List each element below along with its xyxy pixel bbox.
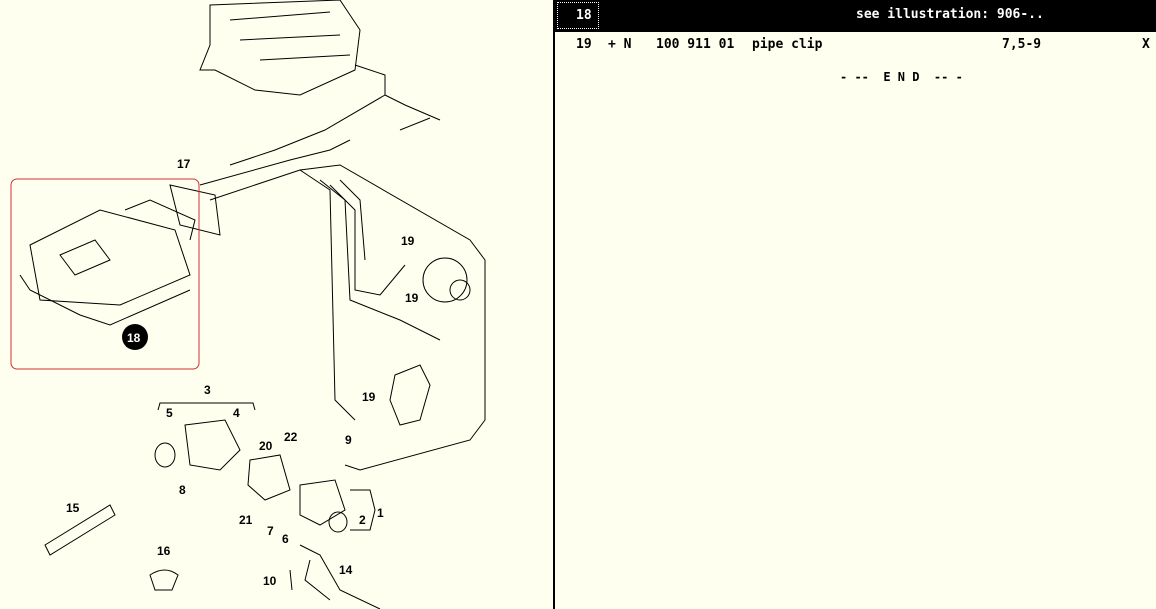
parts-illustration: 17 18 19 19 19 3 5 4 20 22 9 8 21 7 6 1 …: [10, 0, 486, 609]
callout[interactable]: 19: [405, 291, 419, 305]
callout[interactable]: 7: [267, 524, 274, 538]
callout[interactable]: 19: [401, 234, 415, 248]
callout[interactable]: 20: [259, 439, 273, 453]
callout[interactable]: 14: [339, 563, 353, 577]
callout[interactable]: 16: [157, 544, 171, 558]
callout[interactable]: 19: [362, 390, 376, 404]
callout[interactable]: 22: [284, 430, 298, 444]
parts-drawing: [44, 257, 471, 609]
row-quantity: 7,5-9: [1002, 37, 1042, 52]
callout[interactable]: 8: [179, 483, 186, 497]
vacuum-lines-drawing: [199, 139, 486, 471]
callout[interactable]: 2: [359, 513, 366, 527]
row-part-number: 100 911 01: [656, 37, 735, 52]
row-description: pipe clip: [752, 37, 823, 52]
callout[interactable]: 4: [233, 406, 240, 420]
callout[interactable]: 5: [166, 406, 173, 420]
parts-list-header: 18 see illustration: 906-..: [555, 0, 1156, 32]
header-reference: see illustration: 906-..: [856, 7, 1044, 22]
selected-part-highlight[interactable]: [10, 178, 200, 370]
callout[interactable]: 21: [239, 513, 253, 527]
callout[interactable]: 17: [177, 157, 191, 171]
row-mark: X: [1142, 37, 1150, 52]
callout-labels: 17 18 19 19 19 3 5 4 20 22 9 8 21 7 6 1 …: [66, 157, 419, 588]
air-filter-drawing: [199, 0, 441, 166]
header-position[interactable]: 18: [557, 2, 599, 29]
control-unit-drawing: [19, 184, 221, 326]
row-flag: + N: [608, 37, 632, 52]
callout[interactable]: 6: [282, 532, 289, 546]
pane-divider[interactable]: [553, 0, 555, 609]
end-of-list: - -- E N D -- -: [840, 70, 963, 84]
callout[interactable]: 10: [263, 574, 277, 588]
callout[interactable]: 15: [66, 501, 80, 515]
callout-selected[interactable]: 18: [127, 331, 141, 345]
table-row[interactable]: 19 + N 100 911 01 pipe clip 7,5-9 X: [555, 37, 1156, 55]
row-position: 19: [576, 37, 592, 52]
parts-list-panel: 18 see illustration: 906-.. 19 + N 100 9…: [555, 0, 1156, 609]
callout[interactable]: 3: [204, 383, 211, 397]
callout-selected-marker[interactable]: [122, 324, 148, 350]
callout[interactable]: 1: [377, 506, 384, 520]
callout[interactable]: 9: [345, 433, 352, 447]
